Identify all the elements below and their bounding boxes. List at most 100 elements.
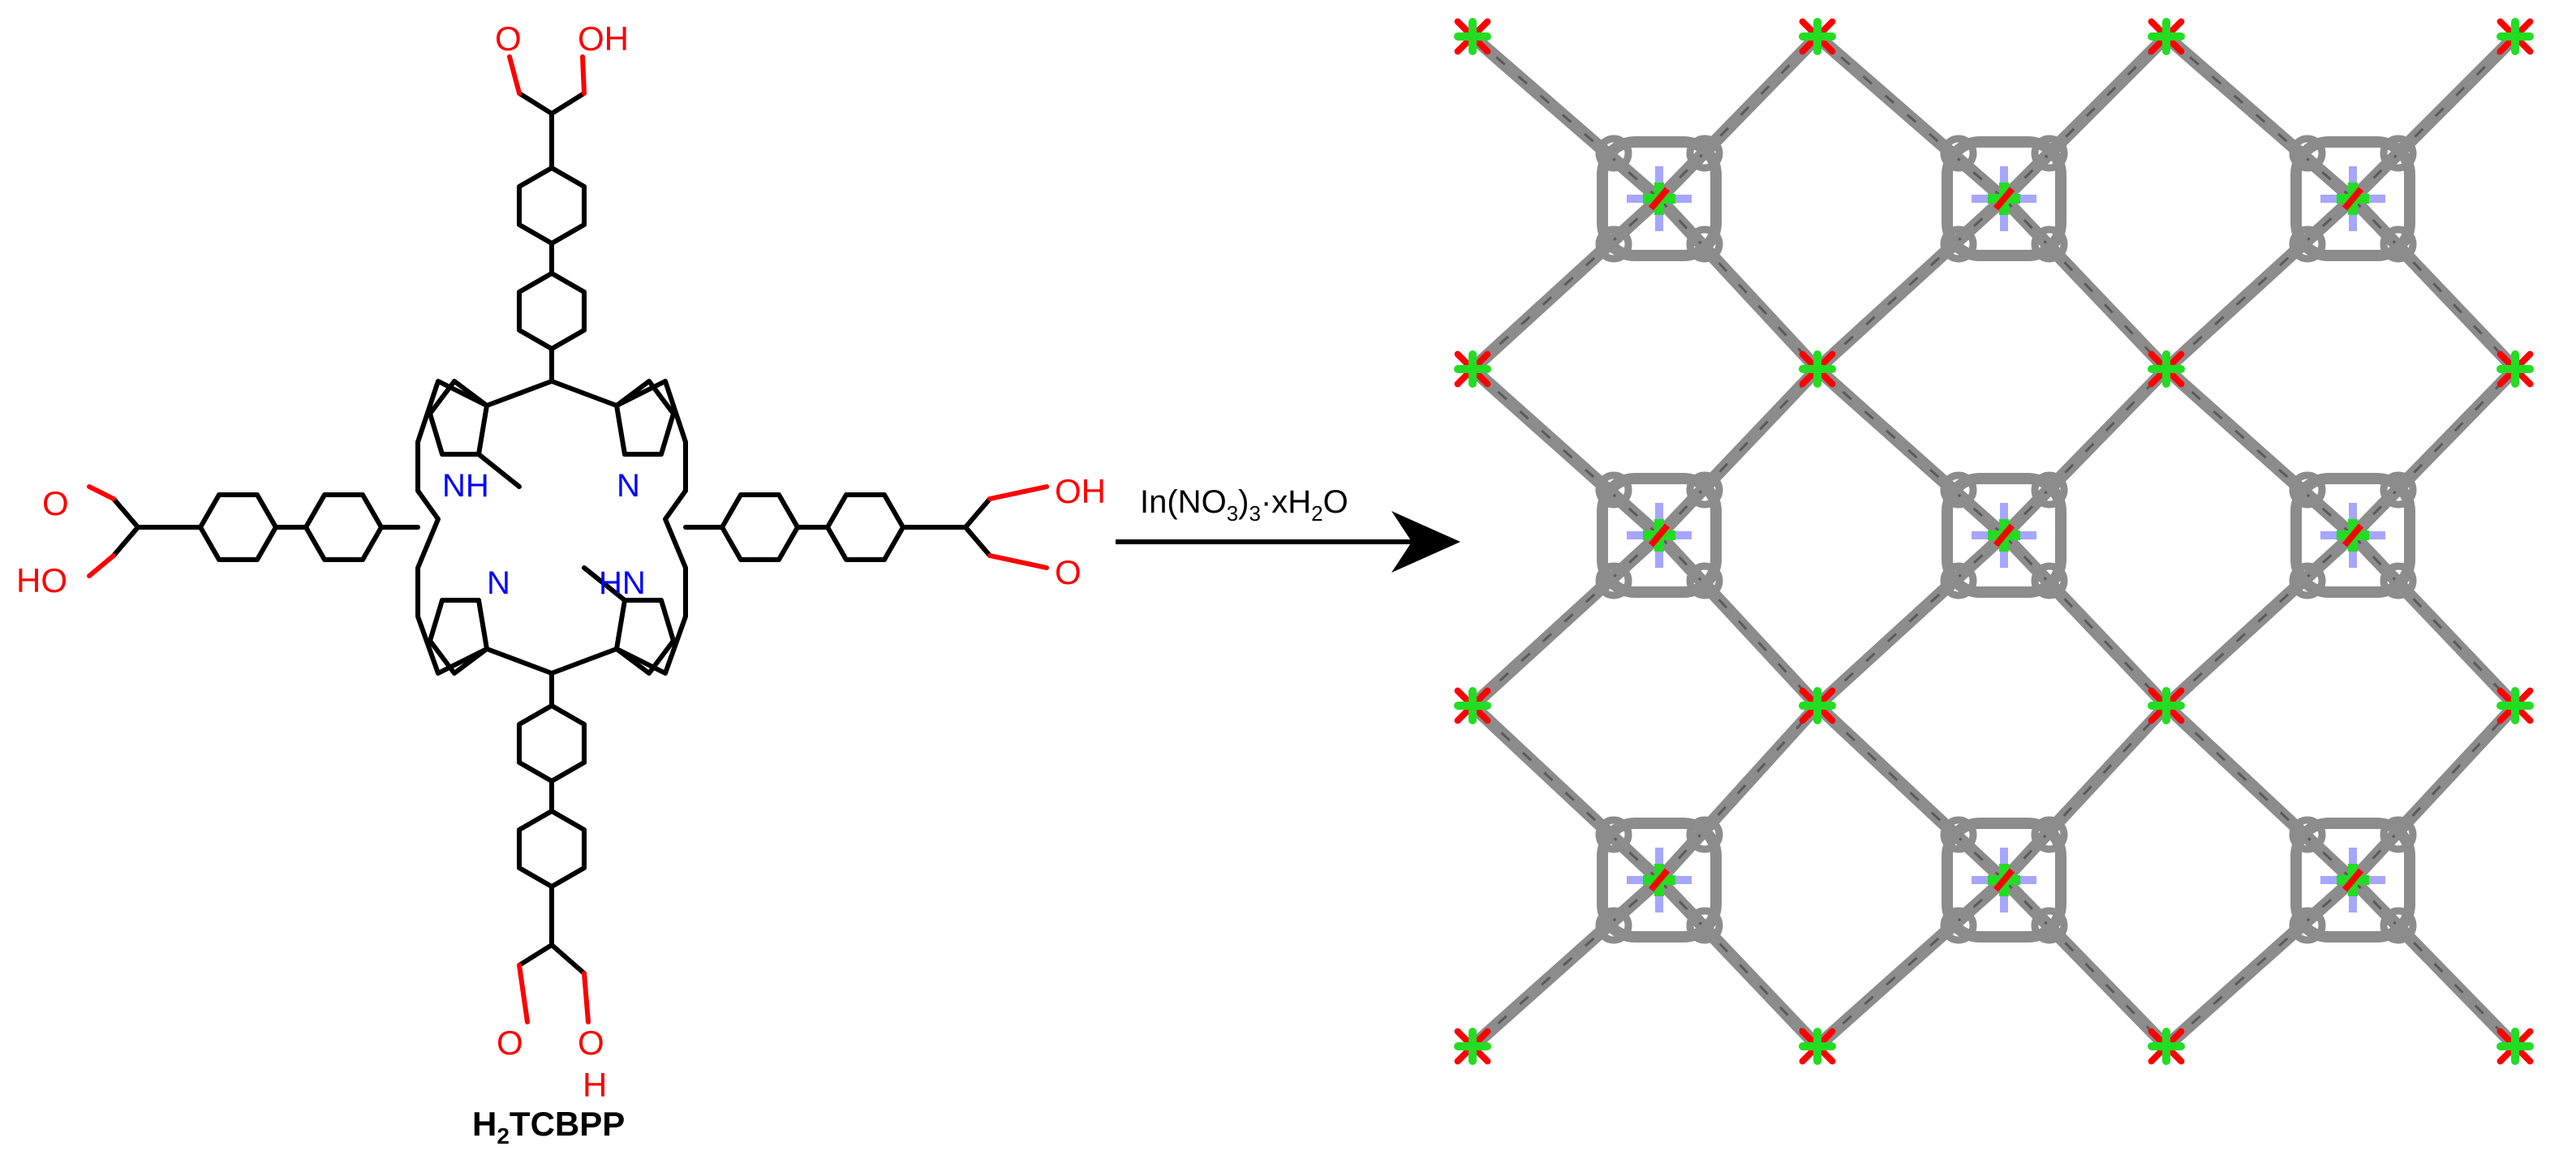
linker-ring-edge xyxy=(2165,197,2355,371)
linker-ring-edge xyxy=(1816,197,2006,371)
porphyrin-axial-ligand xyxy=(2342,187,2364,211)
left-biphenyl-arm xyxy=(111,492,384,562)
linker-ring-edge xyxy=(1816,704,2006,882)
linker-ring-edge xyxy=(1817,367,2005,537)
pyrrole-ring xyxy=(2380,907,2417,944)
right-carbonyl-o: O xyxy=(1055,553,1082,591)
bottom-biphenyl-arm xyxy=(517,703,587,976)
linker-ring-edge xyxy=(1658,534,1819,707)
pyrrole-ring xyxy=(1595,562,1632,599)
right-biphenyl-arm xyxy=(720,492,992,562)
h2tcbpp-structure: O OH O HO OH O O O H NH N N HN H2T xyxy=(16,19,1106,1149)
porphyrin-core xyxy=(379,346,725,708)
pyrrole-nh-label: NH xyxy=(442,468,489,504)
linker-ring-edge xyxy=(1658,878,1819,1048)
linker-ring-edge xyxy=(1472,35,1660,200)
linker-ring-edge xyxy=(2351,197,2517,371)
porphyrin-axial-ligand xyxy=(2342,523,2364,548)
left-carbonyl-o: O xyxy=(42,484,69,522)
pyrrole-ring xyxy=(2380,562,2417,599)
linker-ring-edge xyxy=(1817,35,2005,200)
linker-ring-edge xyxy=(2351,367,2517,537)
linker-ring-edge xyxy=(1658,367,1819,537)
pyrrole-ring xyxy=(2289,225,2326,263)
pyrrole-ring xyxy=(2380,471,2417,509)
linker-ring-edge xyxy=(1658,35,1819,200)
pyrrole-ring xyxy=(2031,907,2068,944)
pyrrole-ring xyxy=(1686,907,1723,944)
pyrrole-ring xyxy=(1940,225,1977,263)
linker-ring-edge xyxy=(1471,534,1661,707)
linker-ring-edge xyxy=(2165,367,2354,537)
linker-ring-edge xyxy=(1472,878,1660,1048)
top-biphenyl-arm xyxy=(517,91,587,351)
pyrrole-ring xyxy=(1940,471,1977,509)
pyrrole-ring xyxy=(1940,562,1977,599)
pyrrole-ring xyxy=(2289,135,2326,172)
pyrrole-ring xyxy=(2031,471,2068,509)
porphyrin-ring xyxy=(1942,818,2066,943)
linker-ring-edge xyxy=(2002,367,2168,537)
porphyrin-ring xyxy=(2290,473,2415,598)
linker-ring-edge xyxy=(2002,534,2168,707)
pyrrole-ring xyxy=(2031,225,2068,263)
linker-ring-edge xyxy=(2351,878,2517,1048)
top-hydroxyl-oh: OH xyxy=(578,19,629,58)
bottom-carbonyl-o: O xyxy=(497,1024,523,1062)
pyrrole-ring xyxy=(1940,816,1977,853)
linker-ring-edge xyxy=(2002,35,2168,200)
porphyrin-ring xyxy=(2290,136,2415,261)
porphyrin-axial-ligand xyxy=(1648,187,1671,211)
pyrrole-ring xyxy=(2380,816,2417,853)
pyrrole-ring xyxy=(2289,907,2326,944)
linker-ring-edge xyxy=(2002,704,2168,882)
pyrrole-ring xyxy=(1686,135,1723,172)
pyrrole-ring xyxy=(1686,562,1723,599)
pyrrole-ring xyxy=(2289,471,2326,509)
bottom-hydroxyl-o: O xyxy=(578,1024,604,1062)
pyrrole-ring xyxy=(2031,135,2068,172)
linker-ring-edge xyxy=(1471,704,1661,882)
pyrrole-ring xyxy=(1595,816,1632,853)
linker-ring-edge xyxy=(2165,878,2354,1048)
pyrrole-n-label-right: N xyxy=(617,468,640,504)
reagent-label: In(NO3)3·xH2O xyxy=(1140,484,1348,526)
bottom-hydroxyl-h: H xyxy=(583,1066,607,1104)
porphyrin-ring xyxy=(1597,473,1722,598)
compound-name: H2TCBPP xyxy=(472,1105,625,1149)
atom-labels: O OH O HO OH O O O H NH N N HN xyxy=(16,19,1106,1104)
arrowhead-icon xyxy=(1391,511,1460,573)
pyrrole-ring xyxy=(2380,225,2417,263)
porphyrin-axial-ligand xyxy=(1993,523,2015,548)
top-carbonyl-o: O xyxy=(495,19,522,58)
linker-ring-edge xyxy=(2351,534,2517,707)
linker-ring-edge xyxy=(2165,704,2355,882)
right-hydroxyl-oh: OH xyxy=(1055,472,1106,510)
porphyrin-axial-ligand xyxy=(1993,868,2015,892)
pyrrole-ring xyxy=(2031,816,2068,853)
linker-ring-edge xyxy=(2165,534,2355,707)
linker-ring-edge xyxy=(1817,878,2005,1048)
linker-ring-edge xyxy=(2351,35,2517,200)
pyrrole-ring xyxy=(2289,562,2326,599)
pyrrole-ring xyxy=(1686,225,1723,263)
carboxyl-bonds xyxy=(87,54,1049,1024)
mof-framework-structure xyxy=(1454,18,2534,1065)
porphyrin-axial-ligand xyxy=(1993,187,2015,211)
pyrrole-ring xyxy=(2380,135,2417,172)
linker-ring-edge xyxy=(1471,197,1661,371)
linker-ring-edge xyxy=(1816,534,2006,707)
pyrrole-n-label-left: N xyxy=(487,565,510,601)
pyrrole-ring xyxy=(1686,471,1723,509)
pyrrole-ring xyxy=(1595,225,1632,263)
pyrrole-ring xyxy=(1595,471,1632,509)
porphyrin-axial-ligand xyxy=(1648,523,1671,548)
pyrrole-ring xyxy=(2289,816,2326,853)
linker-ring-edge xyxy=(1472,367,1660,537)
linker-ring-edge xyxy=(2351,704,2517,882)
porphyrin-ring xyxy=(1597,136,1722,261)
porphyrin-ring xyxy=(1942,473,2066,598)
pyrrole-ring xyxy=(1686,816,1723,853)
pyrrole-hn-label: HN xyxy=(599,565,646,601)
linker-ring-edge xyxy=(2002,197,2168,371)
